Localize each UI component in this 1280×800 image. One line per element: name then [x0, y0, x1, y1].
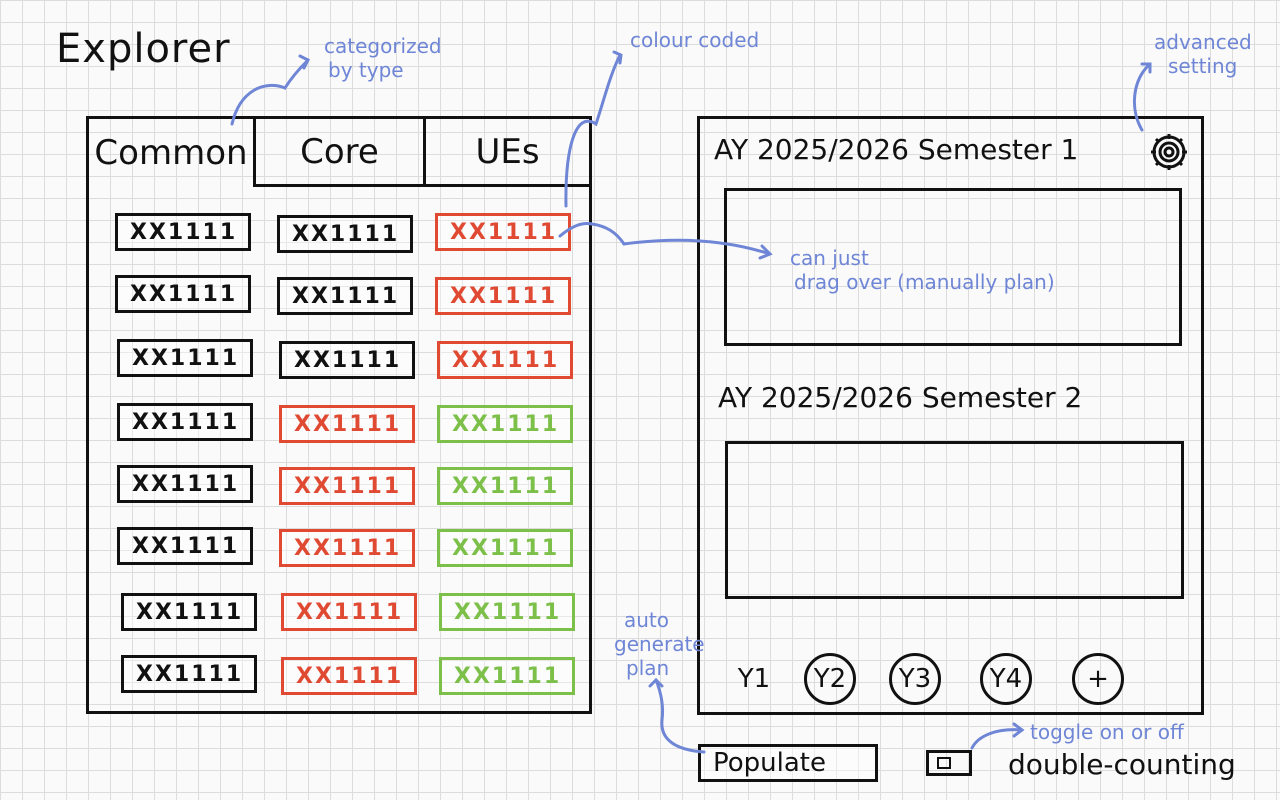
semester-2-label: AY 2025/2026 Semester 2 [718, 381, 1083, 414]
semester-2-dropzone[interactable] [725, 441, 1184, 599]
module-card-common[interactable]: XX1111 [115, 275, 251, 313]
tab-core[interactable]: Core [253, 119, 423, 187]
module-card-core[interactable]: XX1111 [279, 341, 415, 379]
year-tab-y3[interactable]: Y3 [889, 653, 941, 705]
module-card-ue[interactable]: XX1111 [437, 467, 573, 505]
year-tab-y4[interactable]: Y4 [980, 653, 1032, 705]
module-card-common[interactable]: XX1111 [117, 527, 253, 565]
annotation-toggle: toggle on or off [1030, 720, 1184, 744]
module-card-ue[interactable]: XX1111 [437, 341, 573, 379]
module-card-core[interactable]: XX1111 [279, 529, 415, 567]
module-card-ue[interactable]: XX1111 [439, 593, 575, 631]
semester-1-dropzone[interactable] [724, 188, 1182, 346]
semester-1-label: AY 2025/2026 Semester 1 [714, 133, 1079, 166]
module-card-common[interactable]: XX1111 [117, 339, 253, 377]
year-tab-y1[interactable]: Y1 [737, 664, 771, 694]
annotation-categorized: categorized by type [324, 34, 442, 82]
add-year-button[interactable]: + [1072, 653, 1124, 705]
toggle-knob [937, 757, 951, 769]
module-card-core[interactable]: XX1111 [277, 277, 413, 315]
gear-icon[interactable] [1150, 133, 1188, 171]
module-card-common[interactable]: XX1111 [117, 403, 253, 441]
double-counting-toggle[interactable] [926, 750, 972, 776]
module-card-ue[interactable]: XX1111 [437, 405, 573, 443]
tab-ues[interactable]: UEs [423, 119, 589, 187]
tab-common[interactable]: Common [94, 133, 248, 173]
page-title: Explorer [56, 26, 231, 72]
module-card-ue[interactable]: XX1111 [435, 277, 571, 315]
populate-button[interactable]: Populate [698, 744, 878, 782]
module-card-core[interactable]: XX1111 [281, 593, 417, 631]
module-card-core[interactable]: XX1111 [281, 657, 417, 695]
module-card-ue[interactable]: XX1111 [435, 213, 571, 251]
annotation-colour-coded: colour coded [630, 28, 760, 52]
module-card-common[interactable]: XX1111 [121, 655, 257, 693]
module-card-core[interactable]: XX1111 [279, 467, 415, 505]
module-card-common[interactable]: XX1111 [121, 593, 257, 631]
module-card-ue[interactable]: XX1111 [439, 657, 575, 695]
module-card-common[interactable]: XX1111 [115, 213, 251, 251]
module-card-core[interactable]: XX1111 [277, 215, 413, 253]
module-card-common[interactable]: XX1111 [117, 465, 253, 503]
module-card-core[interactable]: XX1111 [279, 405, 415, 443]
semester-planner-panel: AY 2025/2026 Semester 1 AY 2025/2026 Sem… [697, 116, 1204, 715]
double-counting-label: double-counting [1008, 748, 1236, 781]
year-tab-y2[interactable]: Y2 [804, 653, 856, 705]
annotation-auto-generate: auto generate plan [614, 608, 705, 680]
annotation-drag-over: can just drag over (manually plan) [790, 246, 1055, 294]
module-card-ue[interactable]: XX1111 [437, 529, 573, 567]
annotation-advanced-setting: advanced setting [1154, 30, 1252, 78]
explorer-panel: Common Core UEs XX1111 XX1111 XX1111 XX1… [86, 116, 592, 714]
